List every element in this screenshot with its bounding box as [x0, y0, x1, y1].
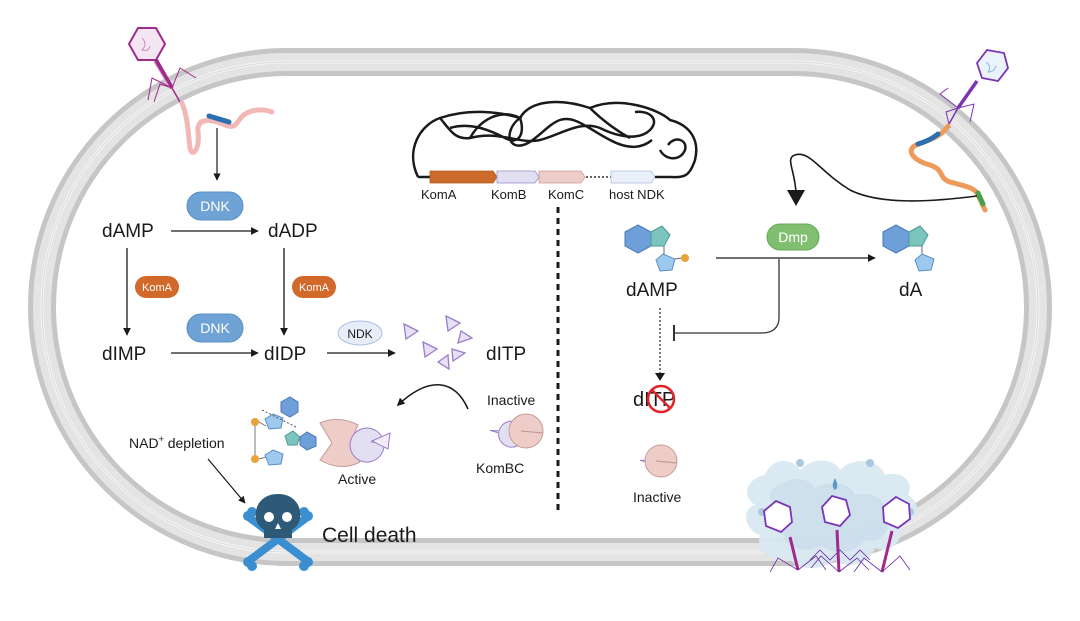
- gene-komc: [538, 170, 586, 184]
- svg-text:DNK: DNK: [200, 320, 230, 336]
- kombc-inactive-right-icon: [639, 444, 678, 478]
- arrow-dmp-expression: [789, 153, 978, 202]
- enzyme-dmp: Dmp: [766, 223, 820, 251]
- svg-text:KomA: KomA: [299, 282, 330, 294]
- enzyme-dnk-bottom: DNK: [186, 313, 244, 343]
- enzyme-koma-left: KomA: [135, 276, 179, 298]
- kombc-inactive-icon: [489, 413, 544, 449]
- label-cell-death: Cell death: [322, 524, 417, 547]
- arrowhead-dmp: [787, 190, 805, 206]
- phage-dna-right: [908, 123, 988, 213]
- gene-label-koma: KomA: [421, 187, 457, 202]
- gene-label-komc: KomC: [548, 187, 584, 202]
- label-ditp: dITP: [486, 344, 526, 365]
- label-inactive-left: Inactive: [487, 392, 535, 408]
- kombc-active-icon: [319, 419, 391, 467]
- phage-left-icon: [127, 27, 197, 103]
- label-da: dA: [899, 280, 923, 301]
- svg-text:DNK: DNK: [200, 198, 230, 214]
- inhibition-line: [674, 259, 780, 334]
- label-inactive-right: Inactive: [633, 489, 681, 505]
- label-ditp-blocked: dITP: [633, 389, 675, 411]
- enzyme-koma-right: KomA: [292, 276, 336, 298]
- gene-label-komb: KomB: [491, 187, 526, 202]
- kom-genome-locus: [411, 100, 698, 184]
- gene-label-host-ndk: host NDK: [609, 187, 665, 202]
- enzyme-ndk: NDK: [337, 320, 383, 346]
- label-damp-left: dAMP: [102, 221, 154, 242]
- phage-right-icon: [939, 49, 1009, 129]
- svg-text:Dmp: Dmp: [778, 229, 808, 245]
- skull-crossbones-icon: [243, 494, 313, 571]
- gene-koma: [429, 170, 498, 184]
- arrow-activation: [396, 383, 469, 410]
- da-molecule-icon: [882, 224, 935, 272]
- enzyme-dnk-top: DNK: [186, 191, 244, 221]
- ditp-molecules-icon: [403, 314, 474, 371]
- label-didp: dIDP: [264, 344, 306, 365]
- label-kombc: KomBC: [476, 460, 524, 476]
- nad-molecule-icon: [251, 396, 317, 466]
- svg-text:KomA: KomA: [142, 282, 173, 294]
- cell-membrane: [28, 48, 1052, 566]
- svg-text:NDK: NDK: [347, 327, 372, 341]
- arrow-nad-to-death: [207, 458, 246, 504]
- label-dadp: dADP: [268, 221, 318, 242]
- gene-host-ndk: [610, 170, 656, 184]
- phage-dna-left: [179, 100, 275, 155]
- label-active: Active: [338, 471, 376, 487]
- label-nad-depletion: NAD+ depletion: [129, 434, 225, 451]
- cell-lysis-burst-icon: [745, 459, 917, 573]
- gene-komb: [496, 170, 540, 184]
- prohibited-icon: [646, 384, 676, 414]
- damp-molecule-icon: [624, 224, 689, 272]
- arrowhead-ditp-blocked: [655, 373, 665, 381]
- label-dimp: dIMP: [102, 344, 146, 365]
- label-damp-right: dAMP: [626, 280, 678, 301]
